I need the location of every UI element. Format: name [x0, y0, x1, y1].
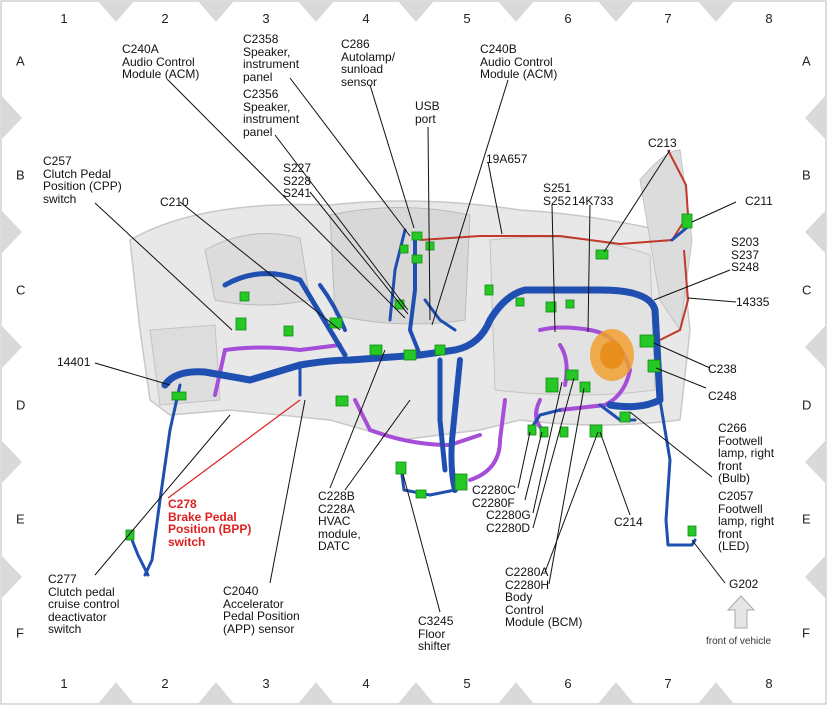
label-c240b: C240B Audio Control Module (ACM) — [480, 42, 558, 81]
grid-col-bottom-8: 8 — [765, 676, 773, 691]
c278-leader — [167, 399, 301, 499]
label-c214: C214 — [614, 515, 643, 529]
grid-col-top-2: 2 — [161, 11, 169, 26]
label-c2356: C2356 Speaker, instrument panel — [243, 87, 300, 139]
grid-row-left-d: D — [16, 397, 26, 413]
label-front-of-vehicle: front of vehicle — [706, 636, 772, 647]
label-c2280a: C2280A C2280H Body Control Module (BCM) — [505, 565, 583, 629]
label-c211: C211 — [745, 194, 773, 208]
label-c2280g: C2280G C2280D — [486, 508, 531, 535]
label-c240a: C240A Audio Control Module (ACM) — [122, 42, 200, 81]
label-c228b: C228B C228A HVAC module, DATC — [318, 489, 361, 553]
label-c277: C277 Clutch pedal cruise control deactiv… — [48, 572, 120, 636]
grid-col-bottom-2: 2 — [161, 676, 169, 691]
grid-col-top-6: 6 — [564, 11, 572, 26]
red-harness — [419, 149, 690, 341]
grid-row-left-e: E — [16, 511, 25, 527]
label-s227: S227 S228 S241 — [283, 161, 312, 200]
label-c2040: C2040 Accelerator Pedal Position (APP) s… — [223, 584, 300, 636]
grid-row-left-b: B — [16, 167, 25, 183]
grid-row-left-a: A — [16, 53, 25, 69]
label-14k733: 14K733 — [572, 194, 614, 208]
label-14401: 14401 — [57, 355, 91, 369]
grid-row-right-b: B — [802, 167, 811, 183]
grid-row-left-c: C — [16, 282, 26, 298]
label-14335: 14335 — [736, 295, 770, 309]
grid-col-bottom-5: 5 — [463, 676, 471, 691]
grid-col-top-5: 5 — [463, 11, 471, 26]
grid-col-top-1: 1 — [60, 11, 68, 26]
grid-col-top-7: 7 — [664, 11, 672, 26]
grid-row-left-f: F — [16, 625, 24, 641]
leader-lines — [94, 77, 737, 613]
grid-col-bottom-1: 1 — [60, 676, 68, 691]
grid-col-bottom-6: 6 — [564, 676, 572, 691]
grid-row-right-c: C — [802, 282, 812, 298]
front-arrow-icon — [726, 595, 756, 629]
label-c266: C266 Footwell lamp, right front (Bulb) — [718, 421, 775, 485]
grid-col-top-8: 8 — [765, 11, 773, 26]
label-c213: C213 — [648, 136, 677, 150]
label-c257: C257 Clutch Pedal Position (CPP) switch — [43, 154, 122, 206]
grid-col-top-4: 4 — [362, 11, 370, 26]
label-19a657: 19A657 — [486, 152, 528, 166]
grid-col-bottom-4: 4 — [362, 676, 370, 691]
connectors — [125, 213, 697, 541]
grid-row-right-e: E — [802, 511, 811, 527]
label-s203: S203 S237 S248 — [731, 235, 760, 274]
label-c278: C278 Brake Pedal Position (BPP) switch — [168, 497, 252, 549]
grid-col-top-3: 3 — [262, 11, 270, 26]
grid-row-right-f: F — [802, 625, 810, 641]
label-g202: G202 — [729, 577, 759, 591]
label-usb-port: USB port — [415, 99, 440, 126]
label-c3245: C3245 Floor shifter — [418, 614, 454, 653]
label-c248: C248 — [708, 389, 737, 403]
label-c286: C286 Autolamp/ sunload sensor — [341, 37, 396, 89]
grid-col-bottom-3: 3 — [262, 676, 270, 691]
grid-col-bottom-7: 7 — [664, 676, 672, 691]
label-c210: C210 — [160, 195, 189, 209]
label-c2057: C2057 Footwell lamp, right front (LED) — [718, 489, 775, 553]
blower-unit — [590, 329, 634, 381]
label-c2280c: C2280C C2280F — [472, 483, 517, 510]
grid-row-right-a: A — [802, 53, 811, 69]
label-c238: C238 — [708, 362, 737, 376]
label-c2358: C2358 Speaker, instrument panel — [243, 32, 300, 84]
label-s251: S251 S252 — [543, 181, 572, 208]
grid-row-right-d: D — [802, 397, 812, 413]
